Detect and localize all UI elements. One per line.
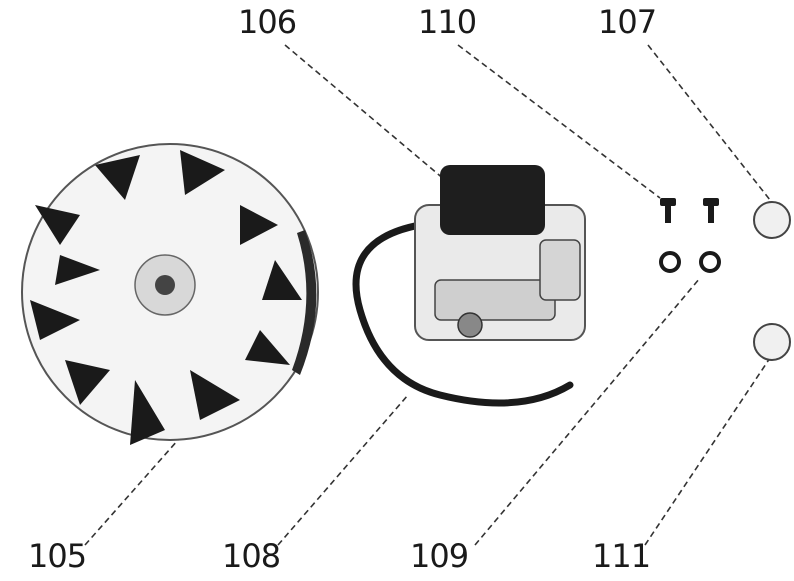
leader-110	[457, 44, 661, 199]
leader-lines	[84, 44, 771, 546]
label-105: 105	[28, 537, 87, 575]
leader-107	[647, 44, 771, 201]
leader-108	[277, 394, 409, 546]
label-109: 109	[410, 537, 469, 575]
leader-105	[84, 439, 179, 546]
leader-111	[644, 357, 771, 546]
label-106: 106	[238, 3, 297, 41]
ignition-assembly-part	[352, 165, 586, 407]
leader-109	[474, 277, 701, 546]
label-111: 111	[592, 537, 651, 575]
cap-107-part	[753, 201, 791, 239]
leader-106	[284, 44, 446, 181]
label-110: 110	[418, 3, 477, 41]
flywheel-fan-part	[21, 143, 319, 445]
label-107: 107	[598, 3, 657, 41]
screws-part	[660, 198, 719, 223]
label-108: 108	[222, 537, 281, 575]
cap-111-part	[753, 323, 791, 361]
washers-part	[659, 251, 721, 273]
